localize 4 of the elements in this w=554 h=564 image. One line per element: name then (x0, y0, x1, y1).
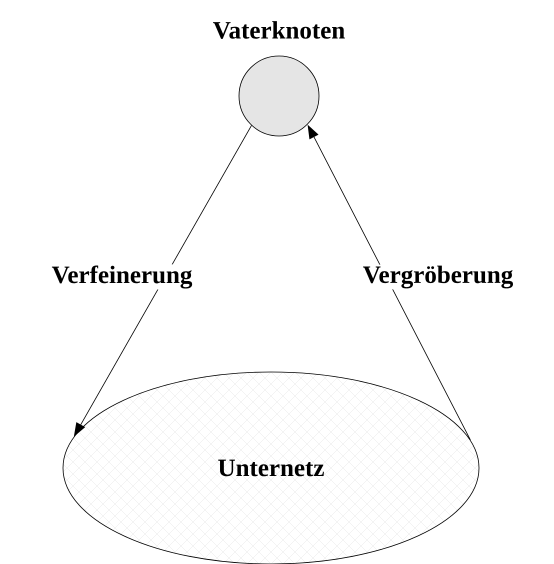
edge-label: Verfeinerung (50, 264, 194, 290)
edge-label: Vergröberung (362, 264, 514, 290)
ellipse-node: Unternetz (62, 372, 480, 564)
node-heading: Vaterknoten (213, 21, 345, 39)
